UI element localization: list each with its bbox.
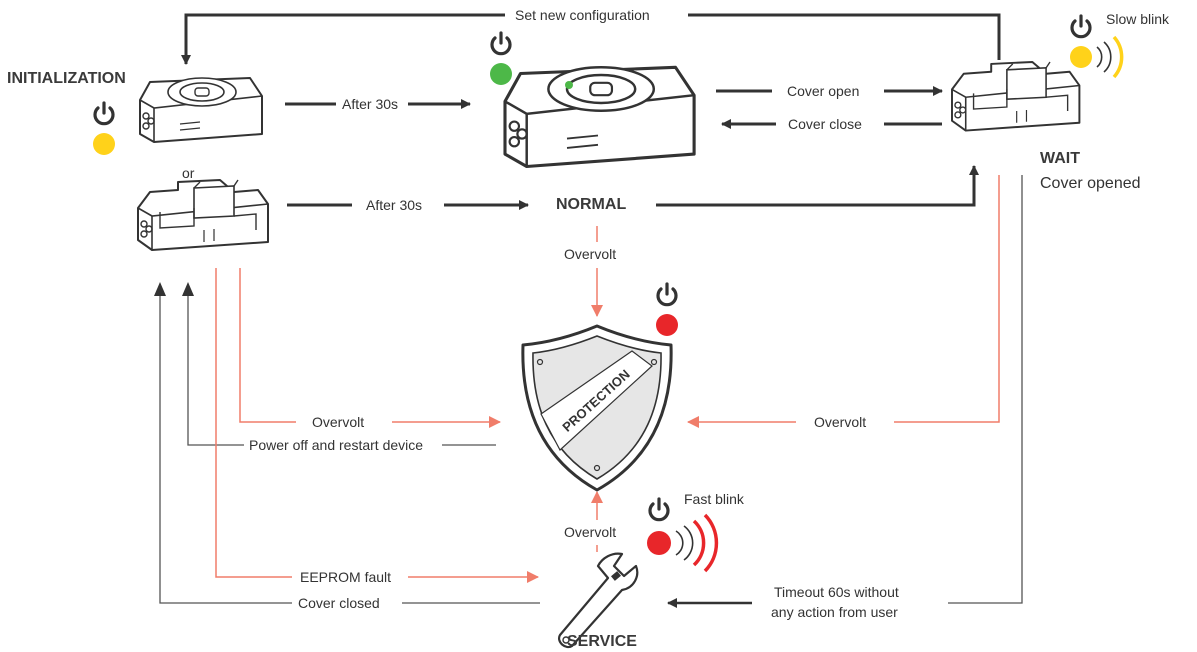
- edge-power-off-restart: [182, 282, 496, 446]
- edge-set-new-configuration: [186, 13, 1001, 64]
- power-icon: [490, 31, 512, 56]
- protection-led: [656, 314, 678, 336]
- state-normal: NORMAL: [556, 196, 626, 213]
- service-led: [647, 531, 671, 555]
- state-wait: WAIT: [1040, 150, 1080, 167]
- normal-led: [565, 81, 573, 89]
- edge-timeout: [667, 175, 1023, 608]
- edge-cover-closed: [154, 282, 540, 604]
- power-icon: [648, 497, 670, 522]
- label-power-off-restart: Power off and restart device: [249, 437, 423, 453]
- label-after-30s-top: After 30s: [342, 96, 398, 112]
- protection-led-group: [656, 282, 678, 336]
- label-cover-open: Cover open: [787, 83, 859, 99]
- service-led-group: [647, 497, 719, 573]
- wrench-icon: [558, 552, 639, 649]
- label-slow-blink: Slow blink: [1106, 11, 1170, 27]
- init-led: [93, 133, 115, 155]
- label-overvolt-init: Overvolt: [312, 414, 364, 430]
- label-timeout-line1: Timeout 60s without: [774, 584, 899, 600]
- label-or: or: [182, 165, 195, 181]
- shield-icon: PROTECTION: [521, 324, 673, 492]
- device-closed-icon: [139, 77, 263, 143]
- state-initialization: INITIALIZATION: [7, 70, 126, 87]
- label-overvolt-normal: Overvolt: [564, 246, 616, 262]
- power-icon: [93, 101, 115, 126]
- wait-led-group: [1070, 14, 1124, 79]
- label-timeout-line2: any action from user: [771, 604, 898, 620]
- label-eeprom-fault: EEPROM fault: [300, 569, 391, 585]
- label-cover-close: Cover close: [788, 116, 862, 132]
- power-icon: [656, 282, 678, 307]
- device-normal-icon: [503, 65, 696, 169]
- state-service: SERVICE: [567, 633, 637, 650]
- edge-eeprom-fault: [215, 268, 539, 583]
- label-overvolt-service: Overvolt: [564, 524, 616, 540]
- label-set-new-configuration: Set new configuration: [515, 7, 650, 23]
- state-wait-sub: Cover opened: [1040, 175, 1141, 192]
- label-cover-closed: Cover closed: [298, 595, 380, 611]
- device-open-icon: [137, 179, 269, 251]
- edge-overvolt-init: [239, 268, 501, 428]
- label-fast-blink: Fast blink: [684, 491, 745, 507]
- label-overvolt-wait: Overvolt: [814, 414, 866, 430]
- edge-normal-to-wait: [656, 165, 979, 207]
- wait-led: [1070, 46, 1092, 68]
- normal-led-group: [490, 31, 512, 85]
- device-wait-icon: [951, 60, 1081, 132]
- normal-status-led: [490, 63, 512, 85]
- label-after-30s-bottom: After 30s: [366, 197, 422, 213]
- init-led-group: [93, 101, 115, 155]
- edge-overvolt-wait: [687, 175, 1000, 428]
- power-icon: [1070, 14, 1092, 39]
